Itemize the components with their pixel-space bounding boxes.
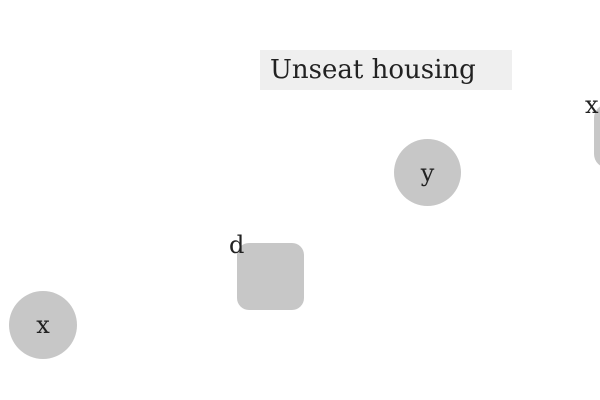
circle-y[interactable]: y: [394, 139, 461, 206]
instruction-text: Unseat housing: [270, 55, 476, 85]
circle-x-bottom-left[interactable]: x: [9, 291, 77, 359]
square-d-label: d: [229, 231, 245, 259]
circle-x-bottom-left-label: x: [36, 311, 50, 339]
instruction-banner: Unseat housing: [260, 50, 512, 90]
rounded-square-d[interactable]: [237, 243, 304, 310]
circle-y-label: y: [420, 158, 435, 187]
partial-shape-right-label: x: [585, 91, 599, 119]
partial-shape-right[interactable]: [594, 104, 600, 168]
